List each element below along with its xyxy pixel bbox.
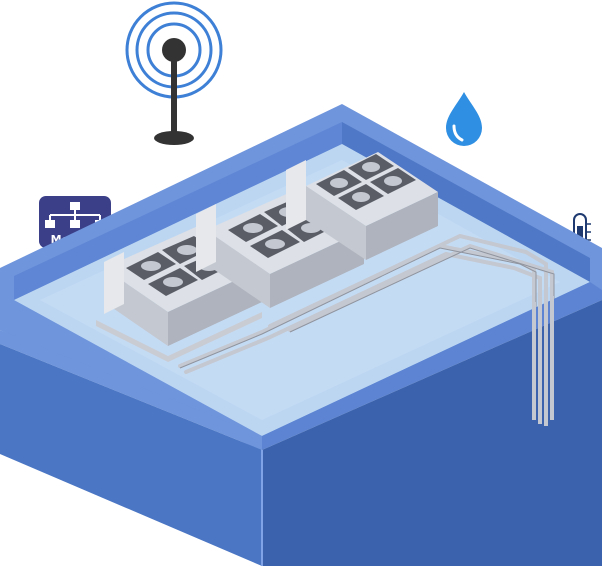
fan-module [316, 154, 416, 210]
server-unit-3 [286, 152, 438, 260]
tank-front-walls [0, 282, 602, 566]
wireless-antenna-icon [125, 1, 223, 145]
water-drop-icon [446, 92, 482, 146]
